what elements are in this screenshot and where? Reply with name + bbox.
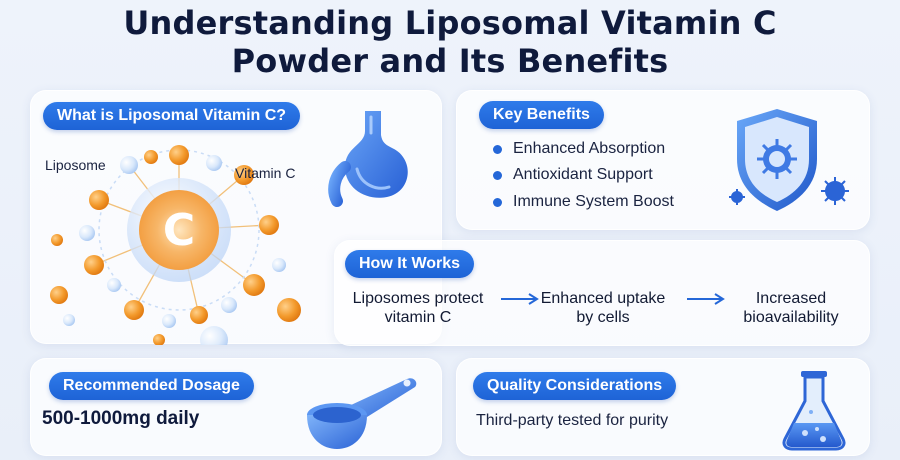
step-1-line-2: vitamin C bbox=[384, 309, 452, 326]
step-2: Enhanced uptake by cells bbox=[535, 289, 671, 327]
liposome-label: Liposome bbox=[45, 157, 106, 173]
step-3-line-1: Increased bbox=[755, 290, 827, 307]
flask-icon bbox=[782, 371, 846, 451]
stomach-icon bbox=[328, 111, 408, 207]
what-is-heading: What is Liposomal Vitamin C? bbox=[43, 102, 301, 130]
step-3: Increased bioavailability bbox=[725, 289, 857, 327]
quality-heading: Quality Considerations bbox=[473, 372, 677, 400]
dosage-heading: Recommended Dosage bbox=[49, 372, 254, 400]
measuring-scoop-icon bbox=[307, 378, 417, 449]
vitamin-c-label: Vitamin C bbox=[235, 165, 296, 181]
how-it-works-heading: How It Works bbox=[345, 250, 475, 278]
step-2-line-2: by cells bbox=[576, 309, 630, 326]
quality-text: Third-party tested for purity bbox=[476, 412, 669, 429]
benefit-item: Immune System Boost bbox=[493, 193, 674, 211]
vitamin-c-letter: C bbox=[163, 205, 195, 256]
step-2-line-1: Enhanced uptake bbox=[540, 290, 666, 307]
key-benefits-heading: Key Benefits bbox=[479, 101, 604, 129]
page-title: Understanding Liposomal Vitamin C Powder… bbox=[0, 4, 900, 80]
benefit-item: Antioxidant Support bbox=[493, 166, 653, 184]
key-benefits-card: Key Benefits Enhanced Absorption Antioxi… bbox=[456, 90, 870, 230]
dosage-value: 500-1000mg daily bbox=[42, 408, 200, 429]
liposome-cluster-icon: C bbox=[50, 145, 301, 345]
step-1-line-1: Liposomes protect bbox=[352, 290, 484, 307]
dosage-card: Recommended Dosage bbox=[30, 358, 442, 456]
arrow-right-icon bbox=[687, 293, 725, 305]
step-3-line-2: bioavailability bbox=[743, 309, 839, 326]
what-is-card: What is Liposomal Vitamin C? bbox=[30, 90, 442, 345]
shield-virus-icon bbox=[729, 109, 849, 211]
page-title-line-1: Understanding Liposomal Vitamin C bbox=[123, 4, 777, 42]
benefit-item: Enhanced Absorption bbox=[493, 140, 665, 158]
page-title-line-2: Powder and Its Benefits bbox=[231, 42, 669, 80]
step-1: Liposomes protect vitamin C bbox=[335, 289, 501, 327]
how-it-works-card: How It Works Liposomes protect vitamin C… bbox=[334, 240, 870, 346]
quality-card: Quality Considerations bbox=[456, 358, 870, 456]
arrow-right-icon bbox=[501, 293, 539, 305]
